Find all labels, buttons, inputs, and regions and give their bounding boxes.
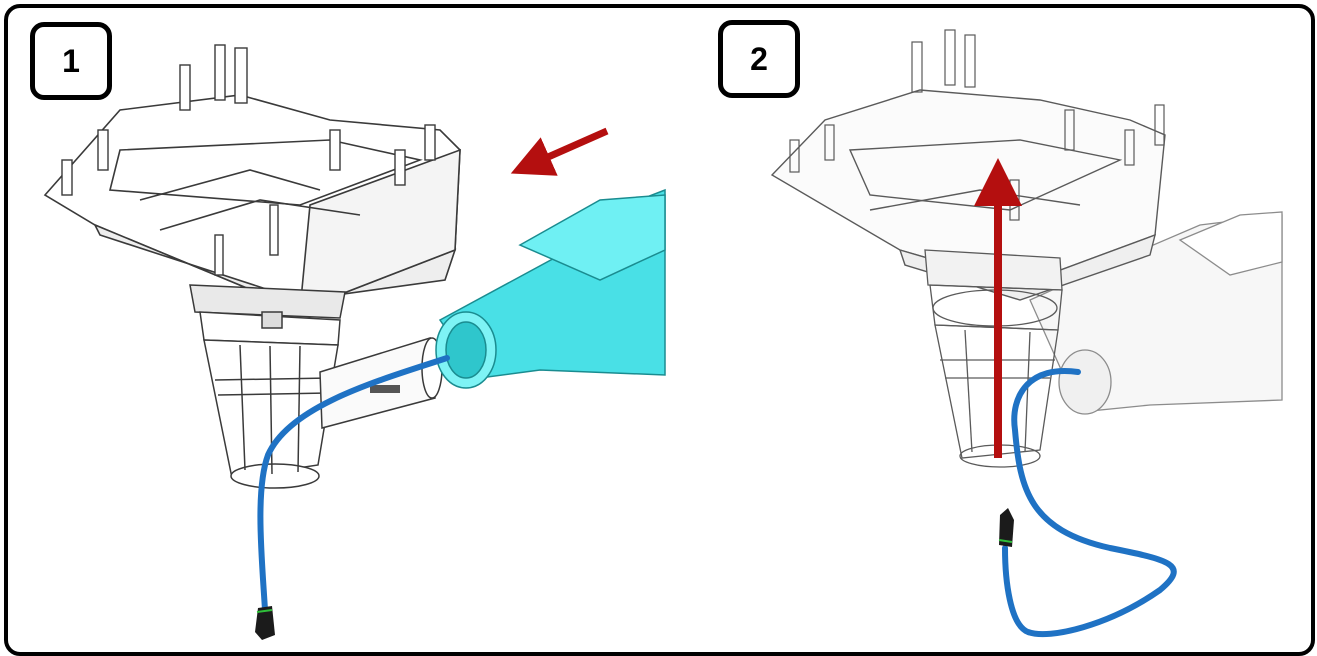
panel-1-highlighted-shell: [435, 188, 666, 389]
panel-1-tray: [43, 44, 461, 312]
panel-2-hose: [1002, 367, 1177, 638]
connector-plug-icon: [255, 606, 275, 640]
step-1-badge: 1: [30, 22, 112, 100]
panel-1-cup: [189, 284, 443, 489]
panel-2-cup: [924, 249, 1063, 468]
panel-1-scene: [43, 44, 666, 640]
arrow-left-down-icon: [510, 127, 609, 176]
step-2-number: 2: [750, 40, 768, 77]
panel-2-shell: [1029, 211, 1283, 415]
panel-1-hose: [257, 355, 450, 613]
step-1-number: 1: [62, 42, 80, 79]
panel-2-scene: [770, 29, 1283, 638]
step-2-badge: 2: [718, 20, 800, 98]
connector-plug-icon: [998, 508, 1014, 547]
